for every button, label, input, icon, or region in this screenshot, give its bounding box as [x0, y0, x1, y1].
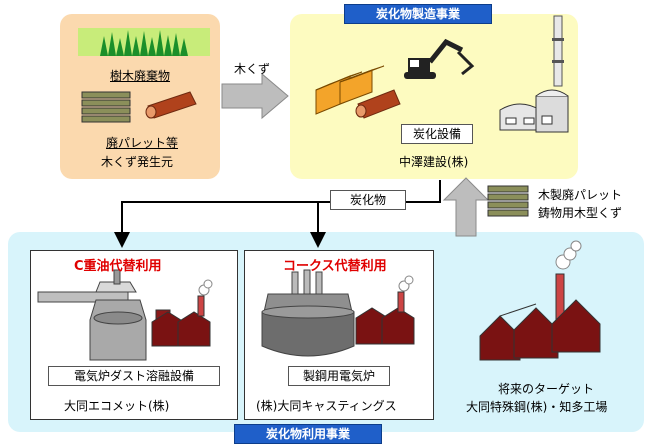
future-label-2: 大同特殊鋼(株)・知多工場 [466, 400, 608, 414]
input-label-1: 木製廃パレット [538, 188, 623, 202]
input-pallet-icon [487, 185, 529, 217]
carbide-connector [114, 180, 441, 248]
use1-title: C重油代替利用 [74, 259, 162, 274]
chimney-icon [552, 15, 564, 87]
plant-building-icon [499, 89, 569, 133]
bottom-banner: 炭化物利用事業 [234, 424, 382, 444]
factory-log-icon [355, 89, 401, 119]
arc-furnace-icon [261, 269, 355, 357]
excavator-icon [404, 38, 475, 79]
trees-icon [78, 28, 210, 56]
use2-equipment-label: 製鋼用電気炉 [288, 366, 390, 386]
carbide-label: 炭化物 [330, 190, 406, 210]
melting-furnace-icon [37, 269, 147, 361]
trees-label: 樹木廃棄物 [110, 69, 171, 83]
factory-company-label: 中澤建設(株) [399, 155, 469, 169]
chips-pile-icon [315, 65, 385, 115]
input-up-arrow [442, 177, 490, 237]
future-label-1: 将来のターゲット [498, 382, 595, 396]
pallets-label: 廃パレット等 [106, 136, 179, 150]
wood-arrow-label: 木くず [234, 62, 271, 76]
carbonization-equipment-label: 炭化設備 [401, 124, 473, 144]
pallet-icon [81, 91, 131, 123]
top-banner: 炭化物製造事業 [344, 4, 492, 24]
future-factory-icon [479, 240, 601, 361]
small-factory-icon-2 [355, 275, 415, 345]
small-factory-icon-1 [151, 279, 213, 347]
origin-label: 木くず発生元 [101, 155, 174, 169]
use2-title: コークス代替利用 [283, 259, 387, 274]
use1-company-label: 大同エコメット(株) [64, 399, 170, 413]
log-icon [145, 91, 197, 119]
input-label-2: 鋳物用木型くず [538, 206, 623, 220]
wood-arrow [221, 72, 289, 120]
use2-company-label: (株)大同キャスティングス [256, 399, 397, 413]
use1-equipment-label: 電気炉ダスト溶融設備 [48, 366, 220, 386]
